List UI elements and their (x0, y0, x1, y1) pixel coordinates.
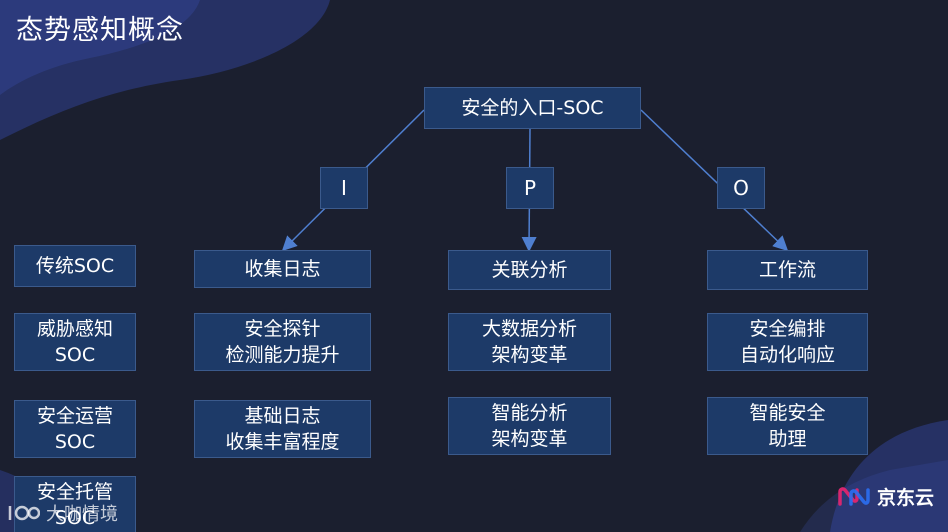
watermark: 大咖情境 (8, 500, 118, 526)
left-node-traditional-soc: 传统SOC (14, 245, 136, 287)
brand-text: 京东云 (876, 487, 934, 509)
letter-i-node: I (320, 167, 368, 209)
column-header-collect: 收集日志 (194, 250, 371, 288)
column-item-analysis-2: 智能分析 架构变革 (448, 397, 611, 455)
jdcloud-logo-icon (838, 486, 870, 506)
column-item-collect-2: 基础日志 收集丰富程度 (194, 400, 371, 458)
left-node-managed-soc: 安全托管 SOC (14, 476, 136, 532)
left-node-ops-soc: 安全运营 SOC (14, 400, 136, 458)
brand: 京东云 (837, 483, 934, 510)
column-item-collect-1: 安全探针 检测能力提升 (194, 313, 371, 371)
column-item-analysis-1: 大数据分析 架构变革 (448, 313, 611, 371)
column-item-workflow-1: 安全编排 自动化响应 (707, 313, 868, 371)
letter-o-node: O (717, 167, 765, 209)
column-header-workflow: 工作流 (707, 250, 868, 290)
watermark-logo-icon (8, 505, 40, 521)
root-node: 安全的入口-SOC (424, 87, 641, 129)
column-header-analysis: 关联分析 (448, 250, 611, 290)
left-node-threat-soc: 威胁感知 SOC (14, 313, 136, 371)
watermark-text: 大咖情境 (46, 504, 118, 525)
page-title: 态势感知概念 (16, 15, 184, 46)
letter-p-node: P (506, 167, 554, 209)
arrow-to-workflow (640, 109, 789, 252)
column-item-workflow-2: 智能安全 助理 (707, 397, 868, 455)
